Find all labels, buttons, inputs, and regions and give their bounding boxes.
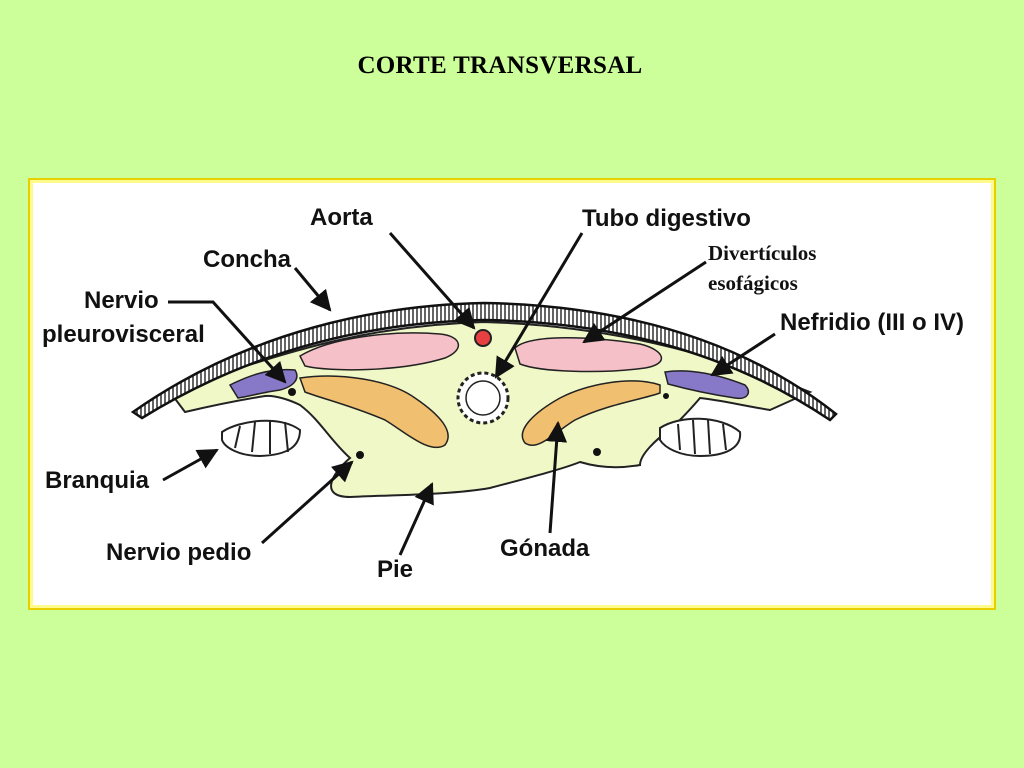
arrow-gonada	[546, 420, 568, 534]
diverticula-right	[514, 337, 663, 373]
nerve-pedal-dot-right	[593, 448, 601, 456]
arrow-branquia	[162, 448, 219, 482]
arrow-nefridio	[710, 332, 776, 377]
gonad-left	[298, 375, 449, 449]
arrow-pie	[398, 482, 434, 556]
label-diverticulos-1: Divertículos	[708, 241, 816, 265]
label-nervio-pleuro-1: Nervio	[84, 287, 159, 314]
page-title: CORTE TRANSVERSAL	[357, 52, 643, 79]
label-nervio-pedio: Nervio pedio	[106, 539, 251, 566]
shell	[130, 301, 838, 422]
arrow-nervio-pleuro	[168, 300, 287, 384]
label-tubo-digestivo: Tubo digestivo	[582, 205, 751, 232]
diverticula-left	[299, 332, 459, 371]
label-nervio-pleuro-2: pleurovisceral	[42, 321, 205, 348]
arrow-concha	[293, 267, 332, 312]
label-branquia: Branquia	[45, 467, 150, 494]
nerve-pedal-dot-left	[356, 451, 364, 459]
label-nefridio: Nefridio (III o IV)	[780, 309, 964, 336]
aorta-vessel	[474, 329, 492, 347]
gill-left	[221, 419, 302, 458]
nerve-pleurovisceral-dot-right	[663, 393, 669, 399]
arrow-tubo-digestivo	[494, 232, 584, 379]
nephridium-right	[664, 370, 750, 400]
label-pie: Pie	[377, 556, 413, 583]
arrow-aorta	[388, 232, 476, 330]
arrow-diverticulos	[582, 260, 707, 344]
digestive-tube-inner	[465, 380, 501, 416]
label-concha: Concha	[203, 246, 292, 273]
label-gonada: Gónada	[500, 535, 590, 562]
nerve-pleurovisceral-dot-left	[288, 388, 296, 396]
label-aorta: Aorta	[310, 204, 373, 231]
label-diverticulos-2: esofágicos	[708, 271, 798, 295]
arrow-nervio-pedio	[260, 460, 354, 545]
gill-right	[659, 417, 742, 458]
